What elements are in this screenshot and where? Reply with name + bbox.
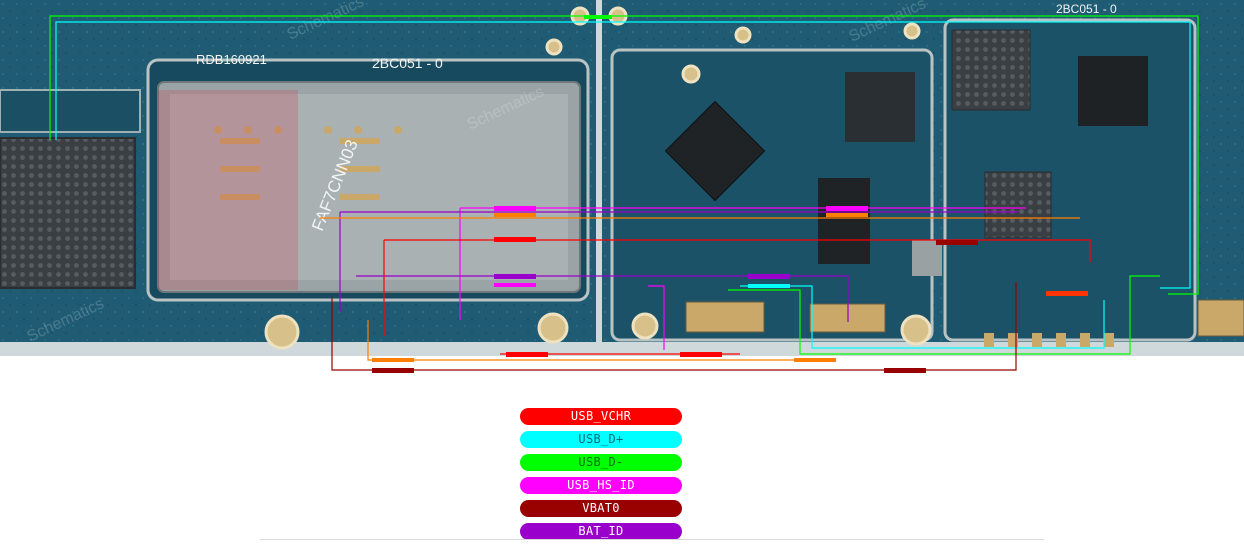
silk-label-left: RDB160921 <box>196 52 267 67</box>
pcb-board-diagram: RDB160921 2BC051 - 0 2BC051 - 0 FAF7CNN0… <box>0 0 1244 373</box>
legend-item-bat-id: BAT_ID <box>520 523 682 540</box>
chip-top-right <box>845 72 915 142</box>
trace-tags <box>372 15 1088 373</box>
sim-red-overlay <box>158 90 298 290</box>
legend-item-usb-hs-id: USB_HS_ID <box>520 477 682 494</box>
shield-left <box>0 89 141 133</box>
bottom-divider <box>260 539 1044 540</box>
chip-mid <box>818 178 870 264</box>
connector-1 <box>685 301 765 333</box>
silk-label-top-right: 2BC051 - 0 <box>1056 2 1117 16</box>
pad-row-bottom-right <box>984 333 1114 347</box>
trace-usb-d-minus <box>49 15 1199 355</box>
mounting-holes <box>264 6 932 350</box>
sim-contacts <box>214 126 402 200</box>
bga-pmic <box>984 171 1052 239</box>
legend-item-usb-d-: USB_D+ <box>520 431 682 448</box>
chip-right-large <box>1078 56 1148 126</box>
legend-item-usb-d-: USB_D- <box>520 454 682 471</box>
sim-tray-inner <box>170 94 568 280</box>
legend-item-vbat0: VBAT0 <box>520 500 682 517</box>
chip-small-right <box>912 240 942 276</box>
pcb-edge <box>0 342 1244 356</box>
legend-item-usb-vchr: USB_VCHR <box>520 408 682 425</box>
trace-orange <box>320 217 1080 361</box>
trace-vbat0 <box>331 282 1017 371</box>
silk-label-mid: 2BC051 - 0 <box>372 55 443 71</box>
chip-right-top <box>951 29 1031 111</box>
connector-3 <box>1197 299 1244 337</box>
board-divider <box>596 0 602 352</box>
trace-usb-hs-id <box>459 207 1026 350</box>
chip-center <box>664 100 766 202</box>
bga-chip-left <box>0 137 136 289</box>
